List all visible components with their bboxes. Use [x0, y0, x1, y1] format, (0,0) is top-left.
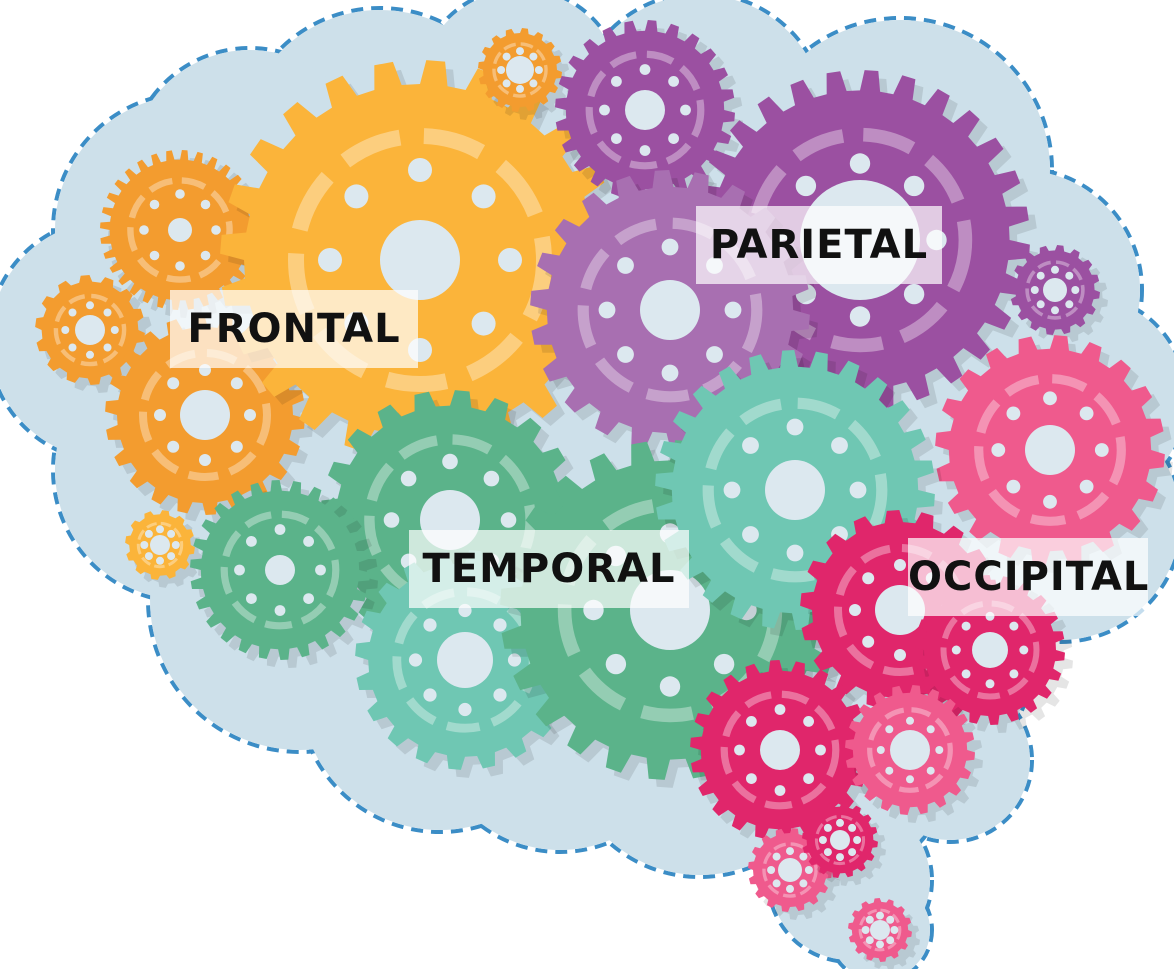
small-purple-gear-icon — [1010, 245, 1108, 343]
upper-purple-gear-icon — [555, 20, 743, 208]
top-small-gear-icon — [478, 28, 570, 120]
orange-gear-left-icon — [100, 150, 268, 318]
parietal-lobe-label: PARIETAL — [696, 206, 942, 284]
right-pink-gear-icon — [935, 335, 1173, 573]
temporal-lobe-label: TEMPORAL — [409, 530, 689, 608]
small-pink-gear-icon — [845, 685, 983, 823]
small-orange-gear-icon — [35, 275, 153, 393]
left-green-gear-icon — [190, 480, 378, 668]
frontal-lobe-label: FRONTAL — [170, 290, 418, 368]
magenta-gear-bottom-icon — [690, 660, 878, 848]
occipital-lobe-label: OCCIPITAL — [908, 538, 1148, 616]
tiny-yellow-gear-icon — [125, 510, 203, 588]
tiny-pink-gear-c-icon — [848, 898, 920, 970]
tiny-pink-gear-b-icon — [802, 802, 886, 886]
